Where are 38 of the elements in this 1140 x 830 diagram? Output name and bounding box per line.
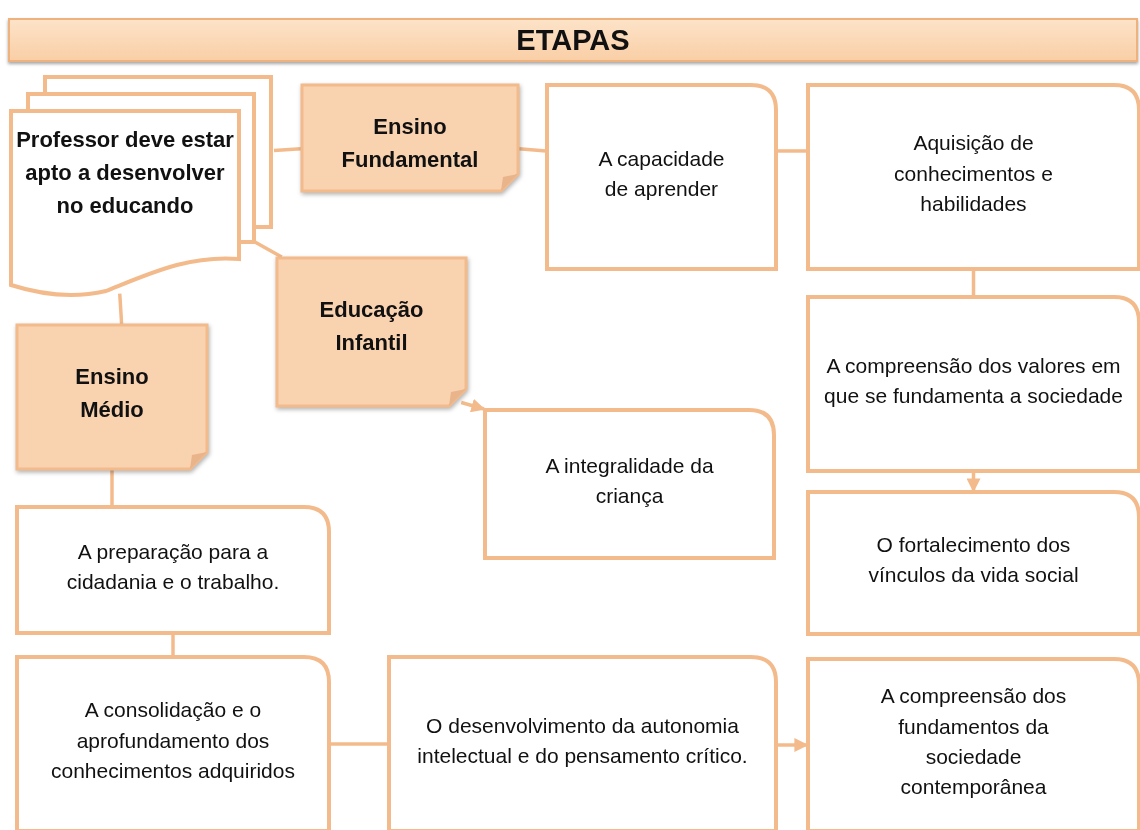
connector-line bbox=[330, 742, 388, 746]
process-box bbox=[807, 658, 1140, 830]
process-box bbox=[807, 296, 1140, 472]
heading-text: Educação Infantil bbox=[318, 296, 425, 357]
box-text: Aquisição de conhecimentos e habilidades bbox=[893, 130, 1054, 218]
process-box bbox=[388, 656, 777, 830]
note-card bbox=[301, 84, 519, 192]
box-text: A compreensão dos fundamentos da sociedade contemporânea bbox=[879, 683, 1068, 801]
arrow bbox=[966, 472, 981, 493]
connector-line bbox=[971, 270, 976, 296]
connector-line bbox=[273, 147, 302, 153]
process-box bbox=[16, 506, 330, 634]
process-box bbox=[484, 409, 775, 559]
box-text: A capacidade de aprender bbox=[597, 145, 726, 202]
heading-text: Ensino Médio bbox=[74, 363, 150, 424]
document-stack bbox=[8, 75, 274, 297]
box-text: A compreensão dos valores em que se fundamenta a sociedade bbox=[823, 352, 1124, 409]
process-box bbox=[807, 84, 1140, 270]
arrow bbox=[460, 398, 486, 413]
box-text: A consolidação e o aprofundamento dos conhecimentos adquiridos bbox=[50, 697, 296, 785]
connector-line bbox=[110, 470, 114, 506]
heading-text: Professor deve estar apto a desenvolver no educando bbox=[15, 126, 235, 220]
title-banner: ETAPAS bbox=[8, 18, 1138, 62]
connector-line bbox=[518, 147, 547, 153]
note-card bbox=[16, 324, 208, 470]
process-box bbox=[807, 491, 1140, 635]
box-text: A integralidade da criança bbox=[544, 452, 715, 509]
box-text: A preparação para a cidadania e o trabalho. bbox=[65, 538, 281, 595]
connector-line bbox=[777, 149, 807, 153]
note-card bbox=[276, 257, 467, 407]
box-text: O desenvolvimento da autonomia intelectual e do pensamento crítico. bbox=[416, 712, 749, 769]
heading-text: Ensino Fundamental bbox=[340, 113, 480, 174]
process-box bbox=[16, 656, 330, 830]
arrow bbox=[777, 738, 809, 752]
connector-line bbox=[117, 293, 124, 325]
process-box bbox=[546, 84, 777, 270]
connector-line bbox=[171, 634, 175, 656]
box-text: O fortalecimento dos vínculos da vida social bbox=[867, 531, 1080, 588]
